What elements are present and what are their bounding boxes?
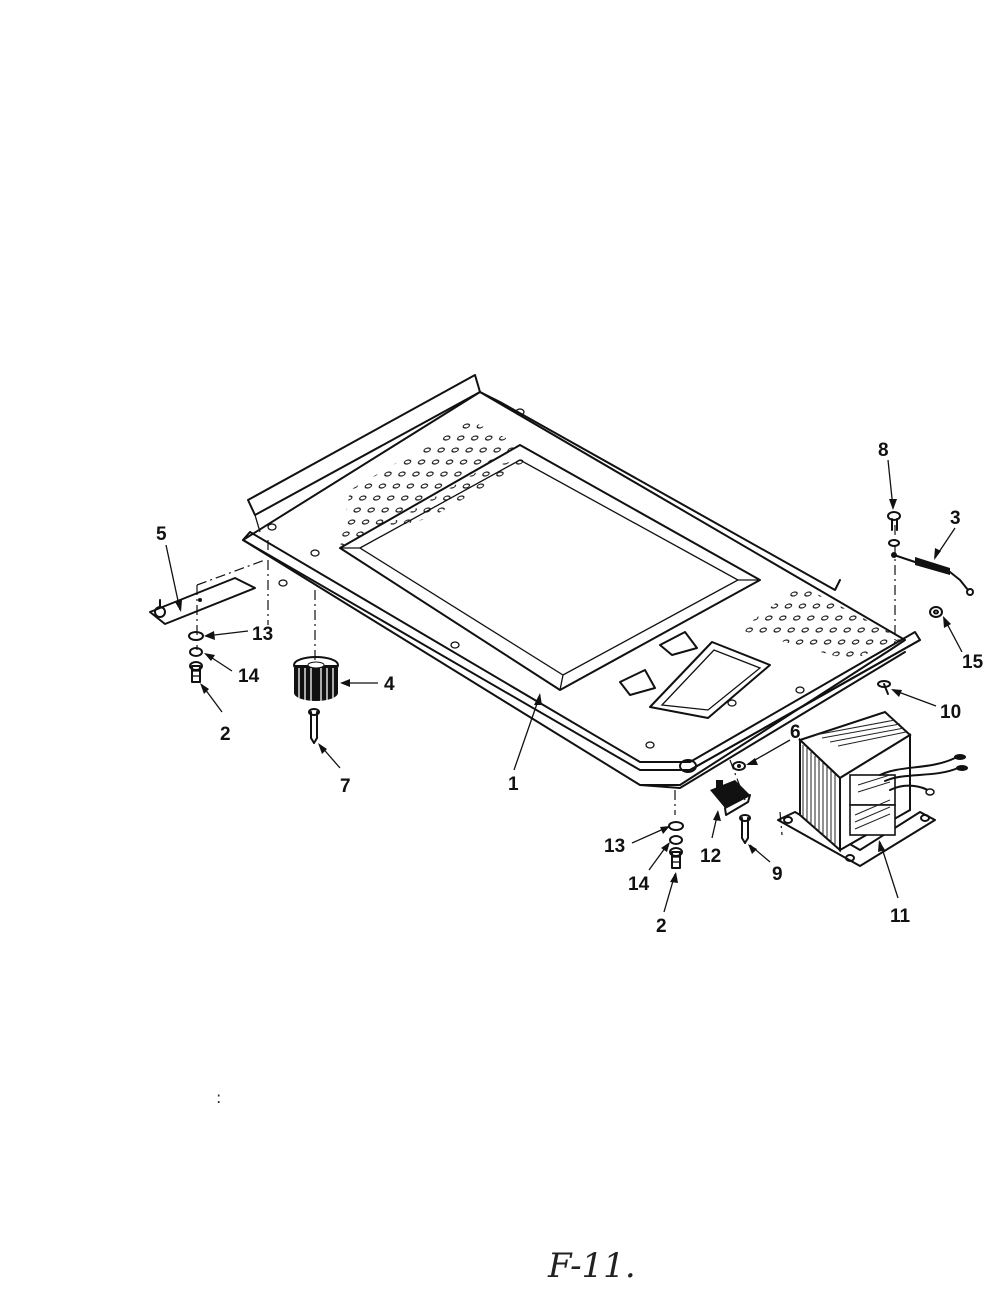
callout-13-center: 13 — [604, 836, 625, 857]
callout-labels: 1 2 2 3 4 5 6 7 8 9 10 11 12 13 13 14 14… — [156, 440, 984, 937]
base-plate — [242, 374, 921, 789]
callout-9: 9 — [772, 864, 783, 885]
bracket-part-5 — [149, 577, 256, 625]
callout-3: 3 — [950, 508, 961, 529]
handwritten-figure-note: F-11. — [548, 1246, 636, 1286]
center-fasteners — [668, 821, 684, 869]
transformer-part-11 — [777, 710, 968, 867]
callout-4: 4 — [384, 674, 395, 695]
callout-5: 5 — [156, 524, 167, 545]
callout-13-left: 13 — [252, 624, 273, 645]
callout-15: 15 — [962, 652, 984, 673]
callout-14-center: 14 — [628, 874, 650, 895]
clip-part-12 — [710, 761, 751, 844]
leader-arrows — [165, 459, 963, 913]
callout-10: 10 — [940, 702, 961, 723]
callout-14-left: 14 — [238, 666, 260, 687]
left-fasteners — [188, 631, 204, 683]
stray-mark: : — [216, 1088, 222, 1107]
callout-8: 8 — [878, 440, 889, 461]
foot-part-4 — [293, 656, 339, 744]
callout-6: 6 — [790, 722, 801, 743]
callout-2-center: 2 — [656, 916, 667, 937]
callout-12: 12 — [700, 846, 721, 867]
callout-7: 7 — [340, 776, 351, 797]
right-small-parts — [877, 511, 974, 695]
callout-1: 1 — [508, 774, 519, 795]
callout-11: 11 — [890, 906, 911, 927]
callout-2-left: 2 — [220, 724, 231, 745]
